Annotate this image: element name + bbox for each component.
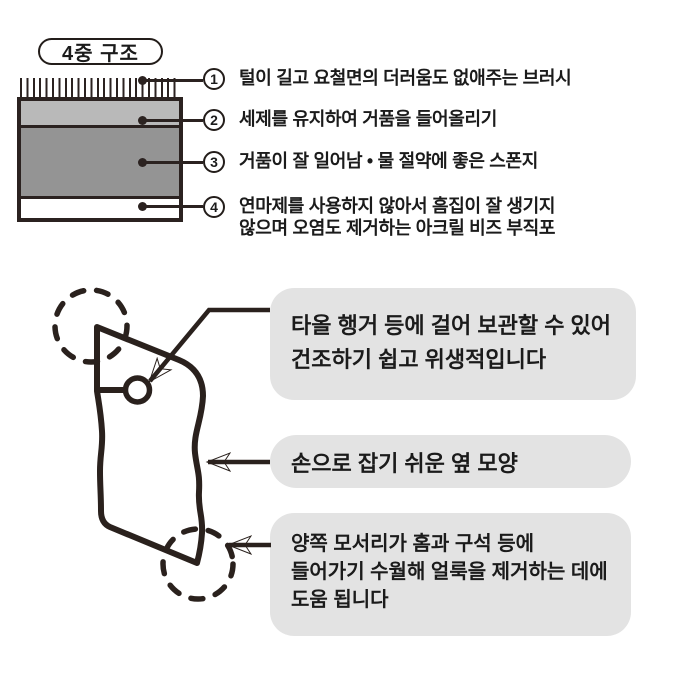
structure-item-text-2: 세제를 유지하여 거품을 들어올리기 [239, 109, 498, 129]
feature-hang-line1: 타올 행거 등에 걸어 보관할 수 있어 [291, 313, 612, 338]
feature-corner-line2: 들어가기 수월해 얼룩을 제거하는 데에 [291, 561, 608, 583]
sponge-block [17, 97, 183, 222]
layer-divider [21, 196, 179, 199]
arrow-icon-hang [148, 307, 270, 381]
layer-divider [21, 125, 179, 128]
callout-number-label: 1 [210, 71, 218, 87]
callout-leader-line [141, 161, 203, 164]
structure-item-text-4-line2: 않으며 오염도 제거하는 아크릴 비즈 부직포 [239, 217, 556, 238]
corner-highlight-dashed-circle-bottom [160, 526, 236, 602]
feature-bubble-corner: 양쪽 모서리가 홈과 구석 등에 들어가기 수월해 얼룩을 제거하는 데에 도움… [270, 513, 631, 636]
feature-corner-line3: 도움 됩니다 [291, 589, 389, 611]
callout-dot [138, 116, 147, 125]
callout-number-label: 4 [210, 199, 218, 215]
callout-leader-line [141, 205, 203, 208]
callout-dot [138, 202, 147, 211]
callout-number-label: 3 [210, 154, 218, 170]
sponge-outline [94, 324, 206, 566]
callout-number-3: 3 [203, 151, 225, 173]
feature-hang-line2: 건조하기 쉽고 위생적입니다 [291, 347, 547, 372]
callout-dot [138, 158, 147, 167]
callout-number-4: 4 [203, 196, 225, 218]
structure-title-label: 4중 구조 [62, 43, 139, 65]
callout-leader-line [141, 79, 203, 82]
callout-number-1: 1 [203, 68, 225, 90]
callout-dot [138, 76, 147, 85]
layer-nonwoven [21, 199, 179, 217]
corner-highlight-dashed-circle-top [52, 287, 130, 365]
side-view-diagram [52, 287, 271, 602]
structure-title-badge: 4중 구조 [38, 38, 163, 65]
structure-item-text-4-line1: 연마제를 사용하지 않아서 흠집이 잘 생기지 [239, 196, 556, 216]
feature-grip-line1: 손으로 잡기 쉬운 옆 모양 [291, 450, 518, 476]
structure-item-text-3: 거품이 잘 일어남 • 물 절약에 좋은 스폰지 [239, 151, 539, 171]
callout-number-2: 2 [203, 109, 225, 131]
structure-item-text-1: 털이 길고 요철면의 더러움도 없애주는 브러시 [239, 68, 572, 88]
callout-leader-line [141, 119, 203, 122]
feature-bubble-hang: 타올 행거 등에 걸어 보관할 수 있어 건조하기 쉽고 위생적입니다 [270, 288, 636, 400]
hang-hole-icon [122, 375, 153, 405]
structure-item-text-4: 연마제를 사용하지 않아서 흠집이 잘 생기지 않으며 오염도 제거하는 아크릴… [239, 196, 555, 239]
feature-bubble-grip: 손으로 잡기 쉬운 옆 모양 [270, 435, 631, 488]
feature-corner-line1: 양쪽 모서리가 홈과 구석 등에 [291, 533, 535, 555]
callout-number-label: 2 [210, 112, 218, 128]
